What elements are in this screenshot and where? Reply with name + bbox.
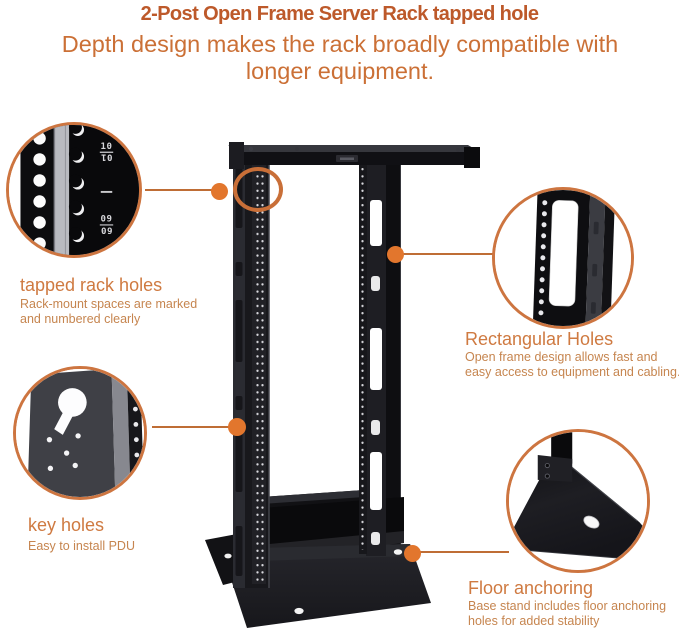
connector-dot-tapped-holes — [211, 183, 228, 200]
page-title: 2-Post Open Frame Server Rack tapped hol… — [140, 3, 539, 25]
rack-unit-number: 10 — [101, 142, 113, 152]
connector-line-key-holes — [152, 426, 230, 428]
connector-dot-floor-anchoring — [404, 545, 421, 562]
highlight-ring-tapped-holes — [233, 167, 283, 212]
connector-line-tapped-holes — [145, 189, 213, 191]
callout-label-floor-anchoring: Floor anchoring — [468, 578, 594, 598]
callout-label-key-holes: key holes — [28, 515, 105, 535]
rack-unit-number: 09 — [101, 215, 113, 225]
callout-circle-tapped-holes: 10 01 09 60 — [6, 122, 142, 258]
connector-dot-rectangular-holes — [387, 246, 404, 263]
callout-caption-rectangular-holes: Open frame design allows fast and easy a… — [465, 350, 679, 379]
callout-label-tapped-holes: tapped rack holes — [20, 275, 163, 295]
callout-caption-key-holes: Easy to install PDU — [28, 539, 135, 553]
rack-unit-number-inverted: 60 — [101, 224, 113, 234]
callout-circle-floor-anchoring — [506, 429, 650, 573]
page-subtitle: Depth design makes the rack broadly comp… — [61, 31, 619, 84]
callout-caption-tapped-holes: Rack-mount spaces are marked and numbere… — [20, 297, 198, 326]
callout-circle-key-holes — [13, 366, 147, 500]
connector-line-rectangular-holes — [402, 253, 494, 255]
rack-unit-number-inverted: 01 — [101, 152, 113, 162]
callout-caption-floor-anchoring: Base stand includes floor anchoring hole… — [468, 599, 667, 628]
brand-mark — [336, 155, 358, 162]
connector-line-floor-anchoring — [420, 551, 509, 553]
callout-label-rectangular-holes: Rectangular Holes — [465, 329, 614, 349]
connector-dot-key-holes — [228, 418, 246, 436]
callout-circle-rectangular-holes — [492, 187, 634, 329]
